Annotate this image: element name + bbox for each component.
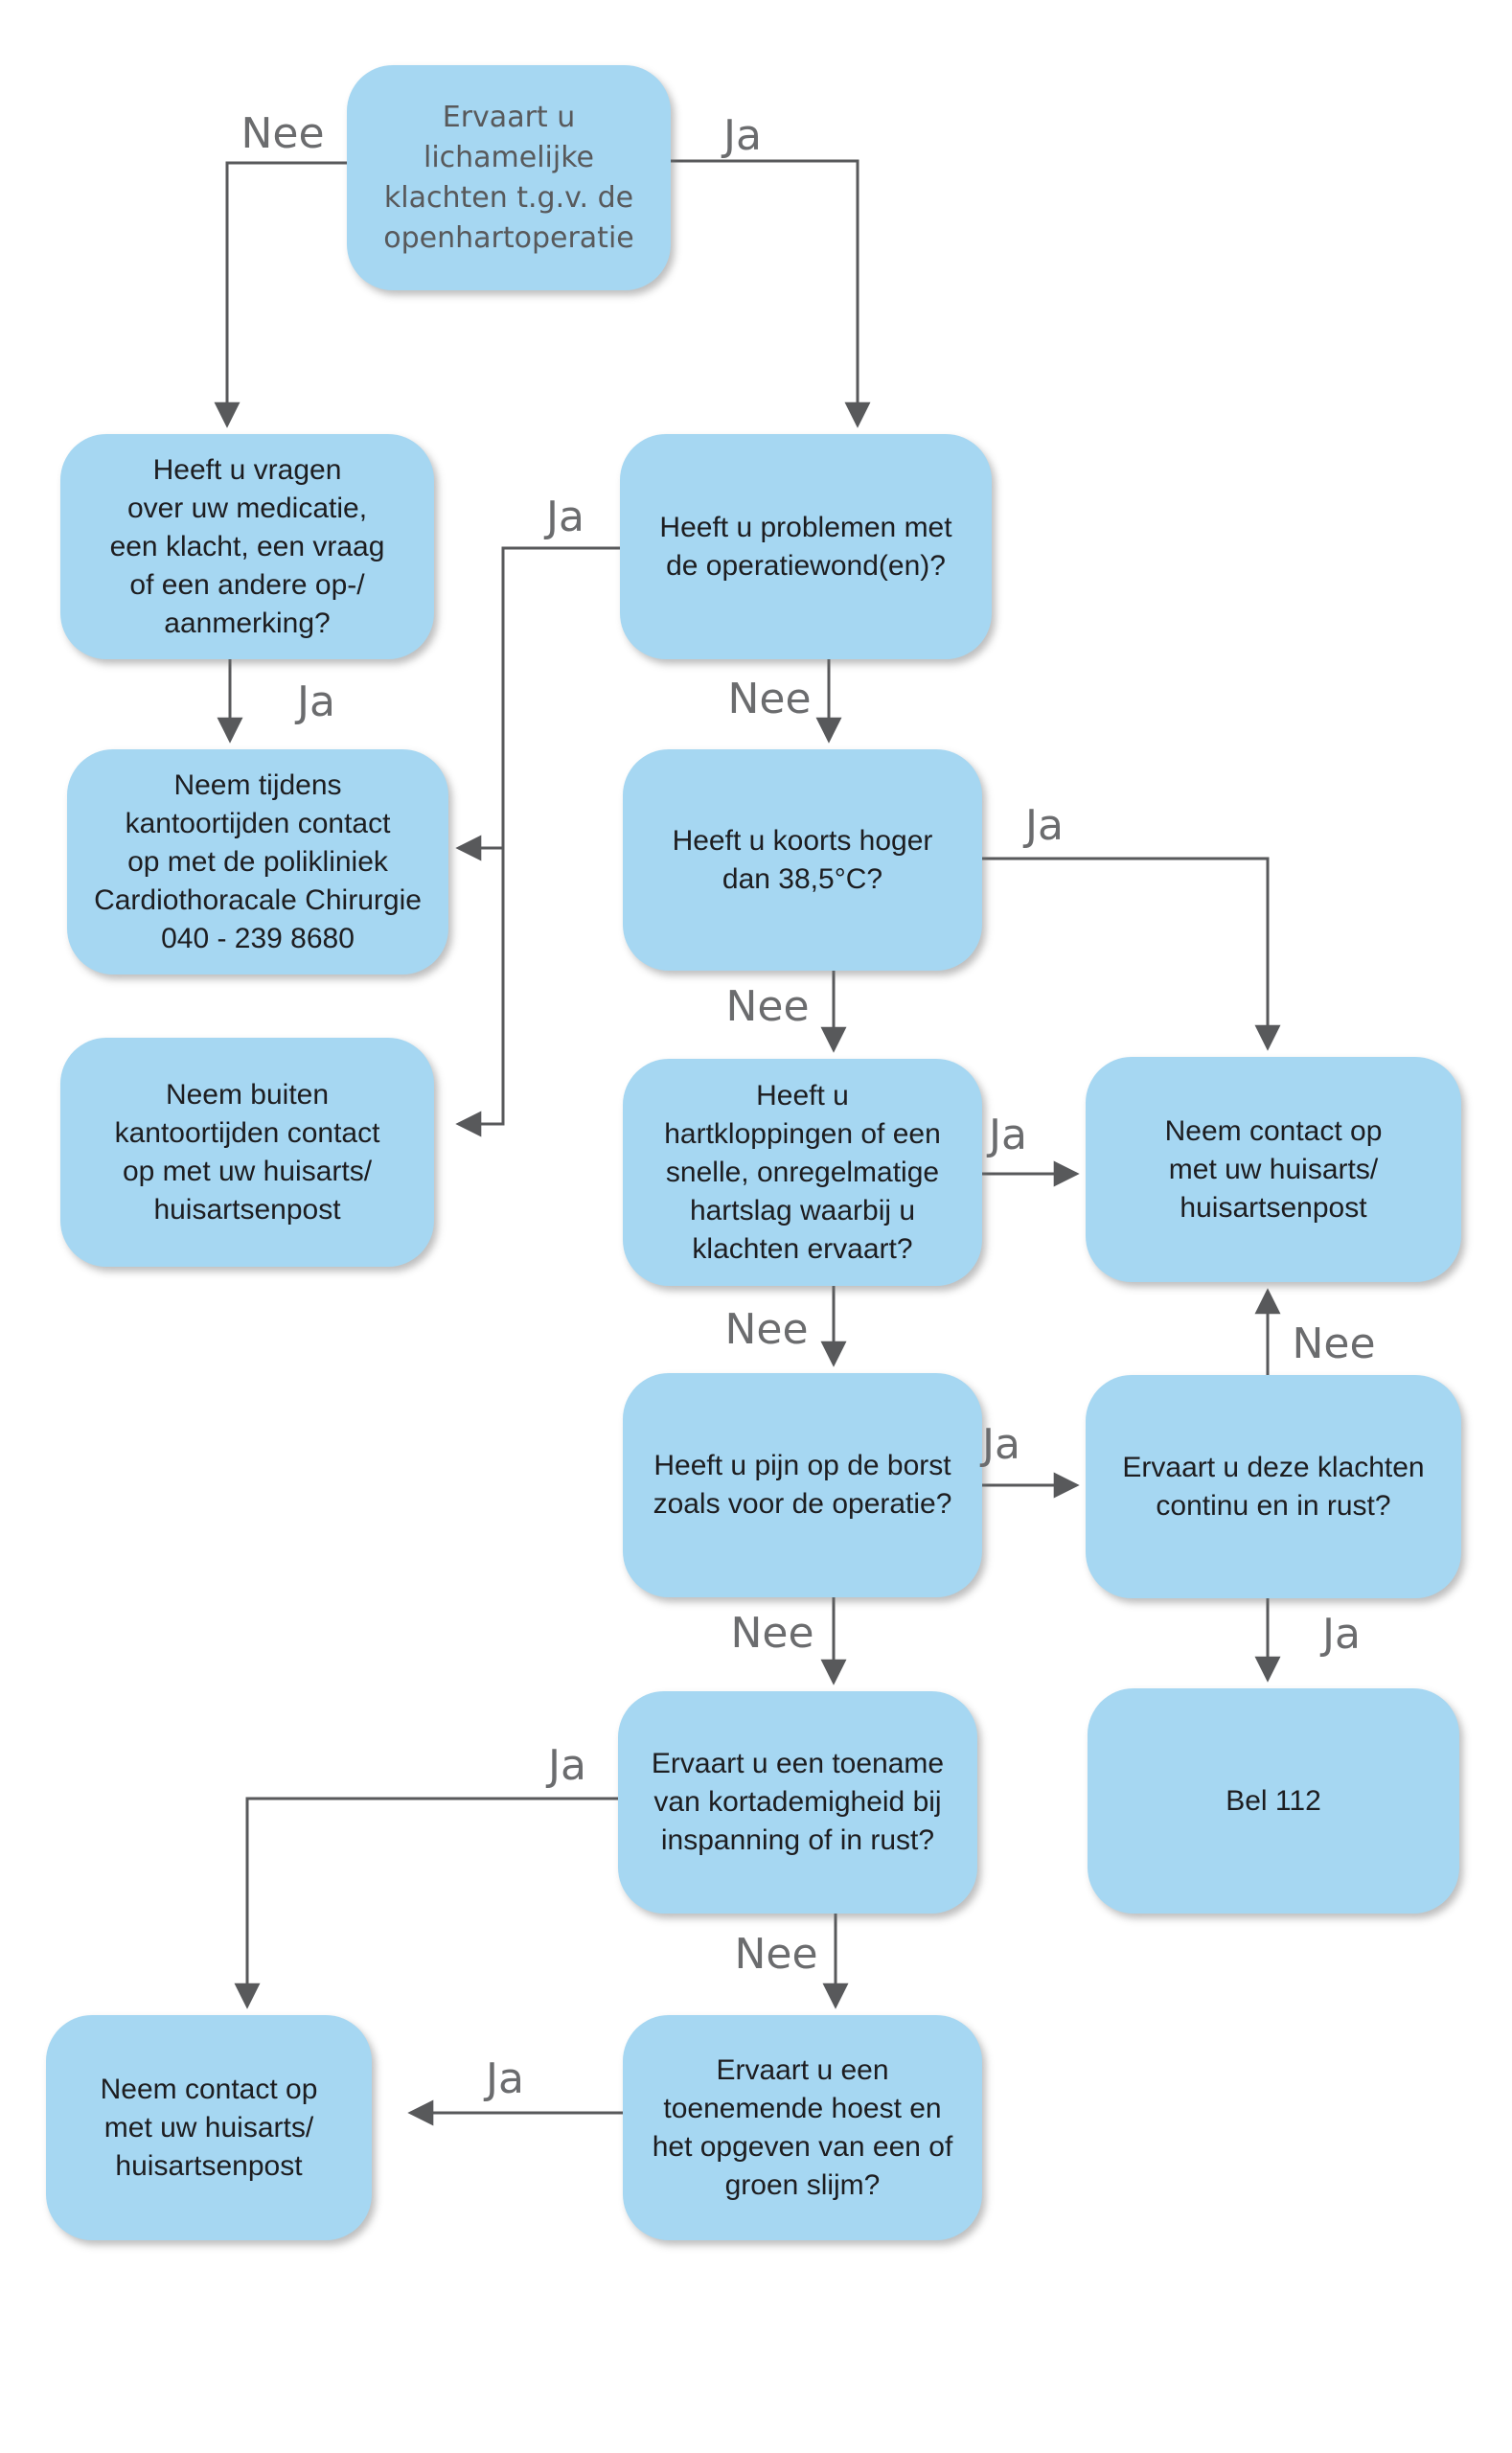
node-vragen-medicatie: Heeft u vragen over uw medicatie, een kl… <box>60 434 434 659</box>
edge-label-hart-ja: Ja <box>989 1111 1027 1159</box>
edge-label-kortademig-ja: Ja <box>548 1741 586 1790</box>
edge-label-vragen-ja: Ja <box>297 677 335 726</box>
node-contact-huisarts-buiten-kantoortijden: Neem buiten kantoortijden contact op met… <box>60 1038 434 1267</box>
edge-label-start-nee: Nee <box>241 109 325 158</box>
edge-label-wond-nee: Nee <box>727 675 812 723</box>
node-start-question: Ervaart u lichamelijke klachten t.g.v. d… <box>347 65 671 290</box>
node-hoest-question: Ervaart u een toenemende hoest en het op… <box>623 2015 982 2240</box>
edge-start-ja <box>671 159 871 428</box>
edge-label-koorts-nee: Nee <box>725 982 810 1031</box>
edge-label-pijn-nee: Nee <box>730 1609 814 1658</box>
node-contact-huisarts-rechts: Neem contact op met uw huisarts/ huisart… <box>1086 1057 1461 1282</box>
node-kortademigheid-question: Ervaart u een toename van kortademigheid… <box>618 1691 977 1914</box>
node-contact-huisarts-links: Neem contact op met uw huisarts/ huisart… <box>46 2015 372 2240</box>
edge-label-hart-nee: Nee <box>724 1305 809 1354</box>
edge-label-kortademig-nee: Nee <box>734 1930 818 1979</box>
node-hartkloppingen-question: Heeft u hartkloppingen of een snelle, on… <box>623 1059 982 1286</box>
edge-wond-ja-buiten <box>455 546 623 1137</box>
node-operatiewond-question: Heeft u problemen met de operatiewond(en… <box>620 434 992 659</box>
edge-label-hoest-ja: Ja <box>486 2054 524 2103</box>
node-pijn-borst-question: Heeft u pijn op de borst zoals voor de o… <box>623 1373 982 1597</box>
edge-kortademig-ja <box>234 1797 623 2009</box>
edge-start-nee <box>214 161 347 428</box>
edge-label-koorts-ja: Ja <box>1025 801 1064 850</box>
edge-label-continu-ja: Ja <box>1322 1610 1361 1659</box>
edge-koorts-ja <box>982 857 1281 1051</box>
edge-label-continu-nee: Nee <box>1292 1319 1376 1368</box>
node-koorts-question: Heeft u koorts hoger dan 38,5°C? <box>623 749 982 971</box>
edge-label-wond-ja: Ja <box>546 493 584 541</box>
node-klachten-continu-question: Ervaart u deze klachten continu en in ru… <box>1086 1375 1461 1598</box>
node-contact-polikliniek: Neem tijdens kantoortijden contact op me… <box>67 749 448 974</box>
node-bel-112: Bel 112 <box>1088 1688 1459 1914</box>
edge-label-pijn-ja: Ja <box>982 1420 1020 1469</box>
edge-label-start-ja: Ja <box>723 111 762 160</box>
